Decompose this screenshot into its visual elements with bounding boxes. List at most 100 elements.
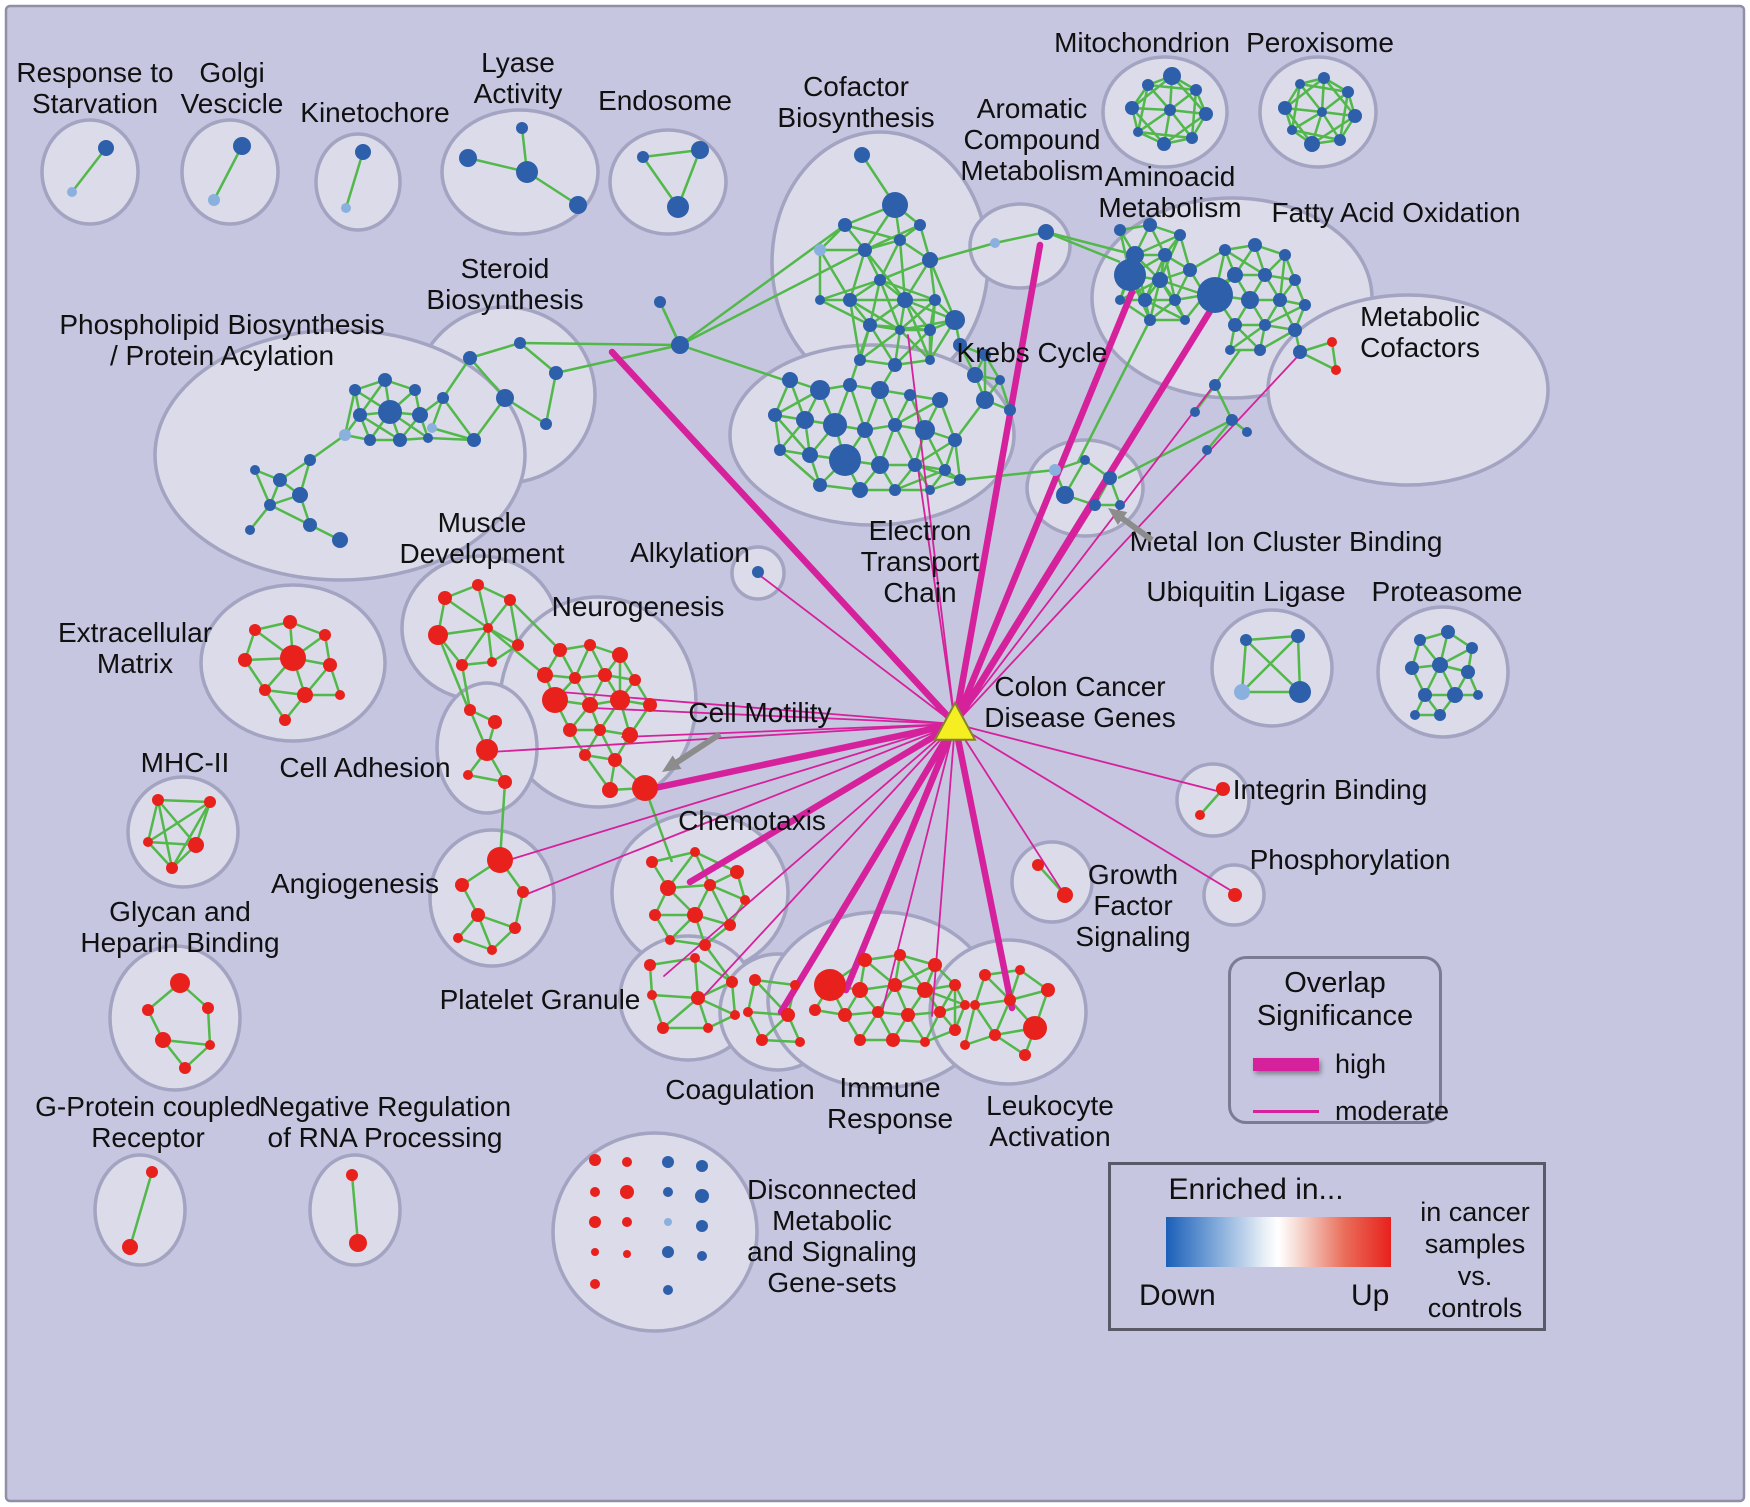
cell-adhesion-node	[463, 770, 473, 780]
extracellular-matrix-edge	[263, 689, 287, 721]
ubiquitin-ligase-edge	[1245, 639, 1301, 693]
fatty-acid-oxidation-node	[1241, 291, 1259, 309]
angiogenesis-label: Angiogenesis	[271, 868, 439, 899]
neurogenesis-edge	[573, 644, 592, 679]
krebs-cycle-label: Krebs Cycle	[957, 337, 1108, 368]
phospholipid-biosynthesis-edge	[269, 503, 311, 527]
mhc-ii-node	[143, 837, 153, 847]
electron-transport-chain-edge	[779, 449, 821, 486]
coagulation-edge	[754, 978, 796, 987]
cell-adhesion-node	[476, 739, 498, 761]
endosome-label: Endosome	[598, 85, 732, 116]
neurogenesis-node	[610, 690, 630, 710]
coagulation-node	[749, 974, 761, 986]
neurogenesis-node	[608, 753, 622, 767]
immune-response-node	[928, 958, 942, 972]
glycan-heparin-binding-label-line: Heparin Binding	[80, 927, 279, 958]
neurogenesis-node	[598, 668, 612, 682]
colon-cancer-disease-genes-node	[933, 700, 977, 741]
immune-response-node	[949, 979, 961, 991]
enrichment-gradient-bar	[1166, 1217, 1391, 1267]
mitochondrion-edge	[1137, 108, 1171, 134]
inter-cluster-edge	[1117, 418, 1233, 480]
angiogenesis-label-line: Angiogenesis	[271, 868, 439, 899]
endosome-node	[691, 141, 709, 159]
extracellular-matrix-node	[249, 624, 261, 636]
cofactor-biosynthesis-edge	[848, 249, 867, 301]
mitochondrion-node	[1190, 84, 1202, 96]
inter-cluster-edge	[427, 436, 475, 442]
chemotaxis-node	[665, 935, 675, 945]
phosphorylation-label: Phosphorylation	[1250, 844, 1451, 875]
metal-ion-cluster-binding-label: Metal Ion Cluster Binding	[1130, 526, 1443, 557]
peroxisome-node	[1342, 86, 1354, 98]
angiogenesis-edge	[457, 936, 493, 952]
peroxisome-edge	[1299, 83, 1323, 113]
chemotaxis-edge	[709, 883, 746, 902]
mitochondrion-node	[1164, 104, 1176, 116]
overlap-edge-platelet-granule-moderate	[663, 723, 956, 977]
coagulation-node	[795, 1037, 805, 1047]
metabolic-cofactors-node	[1293, 345, 1307, 359]
aminoacid-metabolism-node	[1114, 224, 1126, 236]
overlap-edges-layer	[489, 241, 1299, 1017]
ubiquitin-ligase-node	[1240, 634, 1252, 646]
kinetochore-edge	[344, 151, 365, 209]
proteasome-node	[1418, 688, 1432, 702]
mitochondrion-edge	[1190, 89, 1198, 139]
mhc-ii-edge	[157, 798, 211, 804]
fatty-acid-oxidation-node	[1288, 323, 1302, 337]
neurogenesis-node	[629, 674, 641, 686]
aminoacid-metabolism-node	[1169, 294, 1181, 306]
disconnected-gene-sets-node	[590, 1279, 600, 1289]
steroid-biosynthesis-node	[549, 366, 563, 380]
electron-transport-chain-edge	[914, 438, 956, 467]
leukocyte-activation-label-line: Activation	[989, 1121, 1110, 1152]
overlap-edge-angiogenesis-moderate	[521, 723, 956, 897]
cell-adhesion-label: Cell Adhesion	[279, 752, 450, 783]
peroxisome-edge	[1338, 91, 1350, 141]
endosome-label-line: Endosome	[598, 85, 732, 116]
phospholipid-biosynthesis-node	[423, 433, 433, 443]
disconnected-gene-sets-node	[662, 1156, 674, 1168]
response-to-starvation-label-line: Response to	[16, 57, 173, 88]
steroid-biosynthesis-node	[514, 337, 526, 349]
cofactor-biosynthesis-node	[888, 358, 902, 372]
peroxisome-node	[1295, 79, 1305, 89]
steroid-biosynthesis-edge	[469, 341, 521, 360]
leukocyte-activation-node	[1041, 983, 1055, 997]
muscle-development-label-line: Muscle	[438, 507, 527, 538]
moderate-significance-label: moderate	[1335, 1095, 1450, 1126]
fatty-acid-tail-node	[1190, 407, 1200, 417]
fatty-acid-oxidation-edge	[1224, 248, 1266, 277]
phospholipid-biosynthesis-ellipse	[153, 328, 527, 582]
inter-cluster-edge	[1045, 230, 1121, 264]
peroxisome-edge	[1290, 83, 1302, 131]
disconnected-gene-sets-node	[696, 1220, 708, 1232]
neurogenesis-label-line: Neurogenesis	[552, 591, 725, 622]
disconnected-gene-sets-node	[663, 1285, 673, 1295]
metal-ion-cluster-binding-node	[1056, 486, 1074, 504]
disconnected-gene-sets-node	[663, 1187, 673, 1197]
steroid-biosynthesis-edge	[431, 426, 475, 442]
electron-transport-chain-node	[857, 422, 873, 438]
glycan-heparin-binding-node	[170, 973, 190, 993]
platelet-granule-label: Platelet Granule	[440, 984, 641, 1015]
electron-transport-chain-label-line: Chain	[883, 577, 956, 608]
chemotaxis-edge	[708, 884, 732, 926]
cofactor-biosynthesis-edge	[849, 298, 901, 332]
immune-response-label-line: Immune	[839, 1072, 940, 1103]
chemotaxis-label: Chemotaxis	[678, 805, 826, 836]
fatty-acid-oxidation-node	[1259, 319, 1271, 331]
overlap-edge-platelet-granule-moderate	[699, 723, 956, 1001]
growth-factor-signaling-label-line: Signaling	[1075, 921, 1190, 952]
glycan-heparin-binding-node	[179, 1062, 191, 1074]
platelet-granule-edge	[694, 956, 733, 984]
electron-transport-chain-node	[932, 392, 948, 408]
negative-regulation-rna-processing-edge	[350, 1174, 360, 1244]
